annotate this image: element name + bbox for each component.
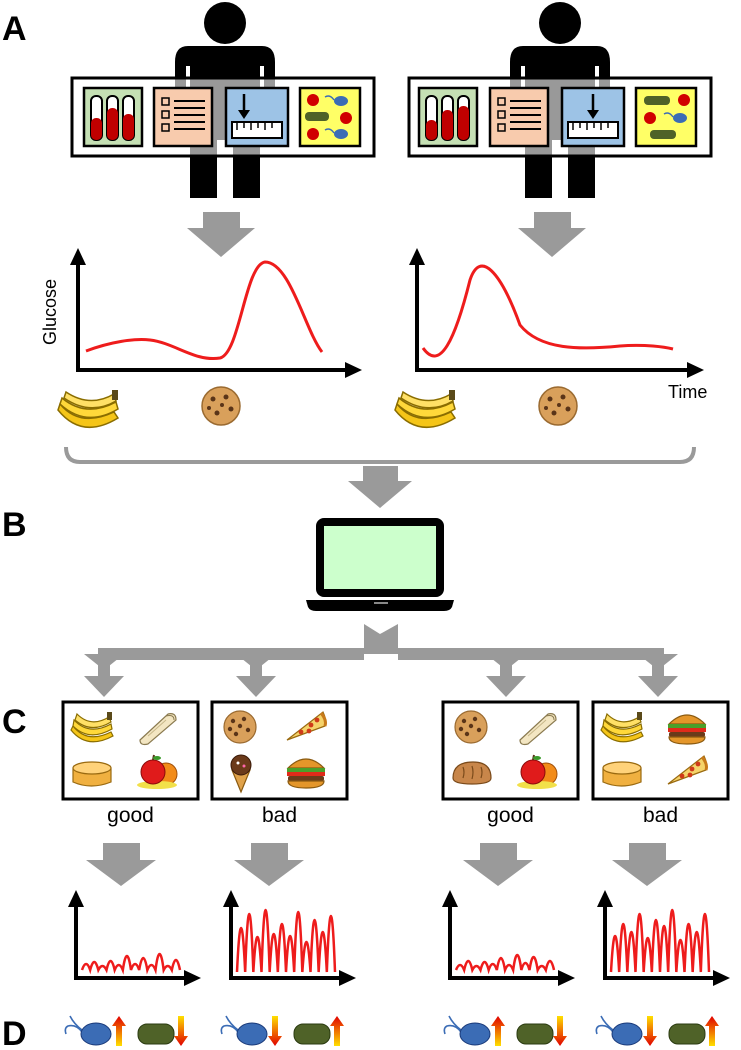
- merge-bracket: [64, 446, 696, 464]
- x-axis-label: Time: [668, 382, 707, 402]
- microbiome-icon: [634, 86, 698, 148]
- burrito-icon: [519, 713, 557, 746]
- banana-icon: [600, 712, 644, 743]
- microbiome-change: [64, 1015, 188, 1046]
- cheese-wheel-icon: [602, 761, 642, 787]
- bread-loaf-icon: [452, 761, 492, 785]
- food-group-label: bad: [643, 804, 678, 827]
- blue-bacterium-icon: [443, 1015, 491, 1046]
- blue-bacterium-icon: [64, 1015, 112, 1046]
- glucose-curve: [235, 909, 337, 973]
- increase-arrow: [330, 1016, 344, 1046]
- questionnaire-icon: [488, 86, 550, 148]
- glucose-chart-1: Glucose: [40, 248, 362, 378]
- cookie-icon: [538, 386, 578, 426]
- laptop-icon: [306, 518, 454, 611]
- green-bacterium-icon: [516, 1023, 554, 1045]
- hamburger-icon: [286, 758, 326, 789]
- apple-orange-icon: [517, 754, 558, 789]
- panel-label-c: C: [2, 703, 27, 741]
- glucose-chart-2: Time: [409, 248, 707, 402]
- food-group-box: good: [61, 700, 200, 827]
- food-group-box: good: [441, 700, 580, 827]
- apple-orange-icon: [137, 754, 178, 789]
- cheese-wheel-icon: [72, 761, 112, 787]
- panel-label-b: B: [2, 506, 27, 544]
- increase-arrow: [705, 1016, 719, 1046]
- pizza-slice-icon: [286, 711, 327, 741]
- blood-test-icon: [417, 86, 479, 148]
- glucose-response-chart: [597, 890, 730, 986]
- green-bacterium-icon: [293, 1023, 331, 1045]
- microbiome-change: [595, 1015, 719, 1046]
- banana-icon: [57, 390, 120, 429]
- burrito-icon: [139, 713, 177, 746]
- decrease-arrow: [268, 1016, 282, 1046]
- microbiome-change: [443, 1015, 567, 1046]
- blue-bacterium-icon: [595, 1015, 643, 1046]
- person-2: [407, 2, 713, 198]
- cookie-icon: [201, 386, 241, 426]
- hamburger-icon: [667, 714, 707, 745]
- banana-icon: [70, 712, 114, 743]
- food-group-box: bad: [591, 700, 730, 827]
- food-group-label: good: [487, 804, 534, 827]
- microbiome-icon: [298, 86, 362, 148]
- banana-icon: [394, 390, 457, 429]
- flow-arrows-c: [86, 843, 682, 886]
- food-group-label: good: [107, 804, 154, 827]
- food-group-label: bad: [262, 804, 297, 827]
- glucose-curve: [80, 952, 182, 975]
- decrease-arrow: [553, 1016, 567, 1046]
- measurement-icon: [560, 86, 626, 148]
- green-bacterium-icon: [668, 1023, 706, 1045]
- measurement-icon: [224, 86, 290, 148]
- glucose-response-chart: [442, 890, 575, 986]
- glucose-curve: [421, 264, 674, 358]
- y-axis-label: Glucose: [40, 279, 60, 345]
- blue-bacterium-icon: [220, 1015, 268, 1046]
- person-1: [70, 2, 376, 198]
- cookie-icon: [454, 710, 488, 744]
- increase-arrow: [491, 1016, 505, 1046]
- flow-arrow: [187, 212, 255, 257]
- questionnaire-icon: [152, 86, 214, 148]
- flow-arrow: [518, 212, 586, 257]
- panel-label-a: A: [2, 10, 27, 48]
- panel-label-d: D: [2, 1015, 27, 1050]
- glucose-response-chart: [68, 890, 201, 986]
- branch-arrows: [84, 624, 678, 697]
- glucose-response-chart: [223, 890, 356, 986]
- decrease-arrow: [643, 1016, 657, 1046]
- flow-arrow: [348, 466, 412, 508]
- cookie-icon: [223, 710, 257, 744]
- glucose-curve: [609, 909, 711, 973]
- microbiome-change: [220, 1015, 344, 1046]
- glucose-curve: [85, 260, 324, 361]
- ice-cream-cone-icon: [230, 754, 252, 794]
- decrease-arrow: [174, 1016, 188, 1046]
- glucose-curve: [454, 953, 556, 975]
- increase-arrow: [112, 1016, 126, 1046]
- green-bacterium-icon: [137, 1023, 175, 1045]
- pizza-slice-icon: [667, 755, 708, 785]
- food-group-box: bad: [210, 700, 349, 827]
- blood-test-icon: [82, 86, 144, 148]
